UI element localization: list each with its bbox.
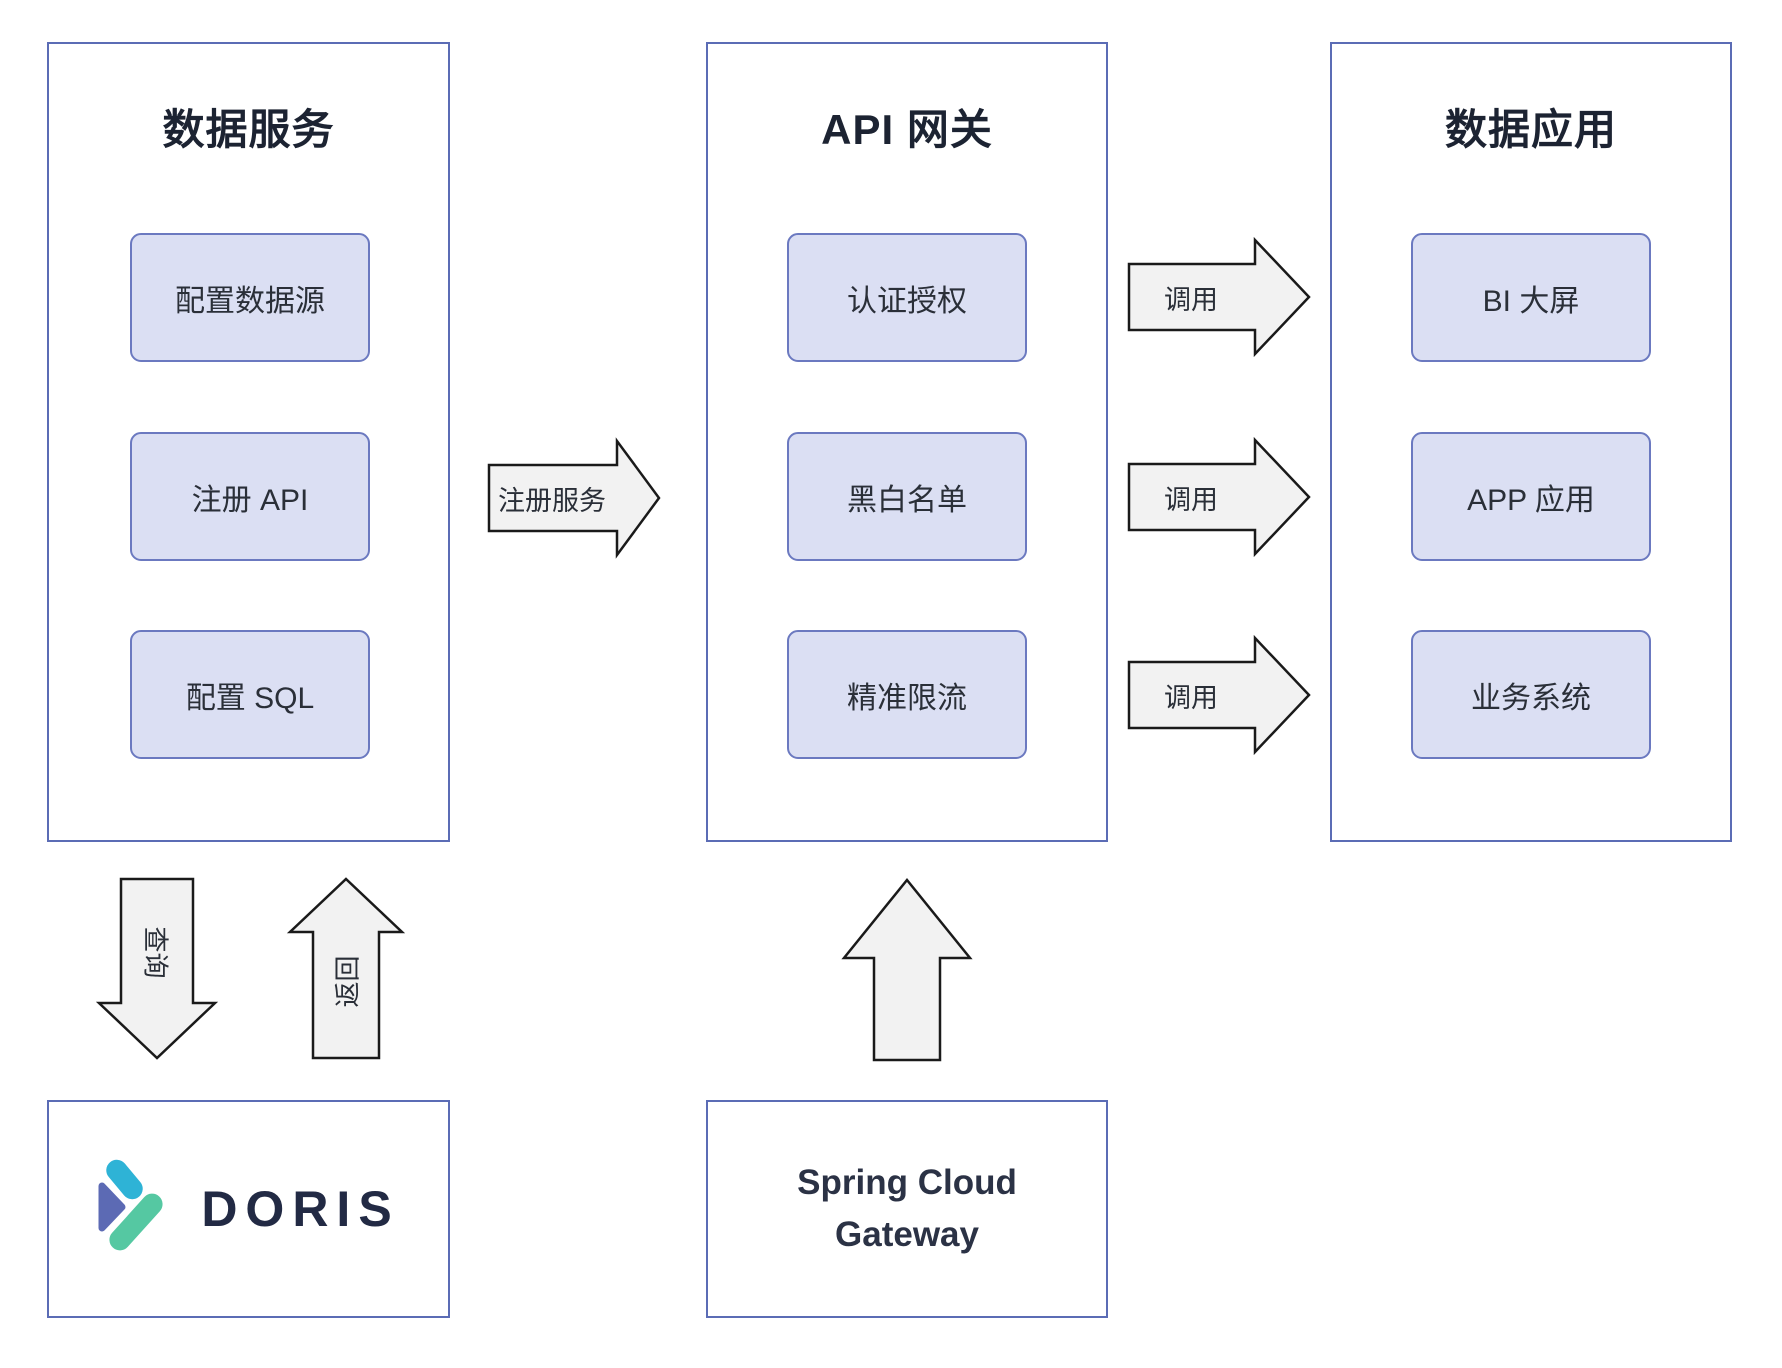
node-app: APP 应用 (1411, 432, 1651, 561)
call-arrow-2-icon (1127, 436, 1311, 558)
panel-title-api-gateway: API 网关 (821, 106, 993, 153)
node-auth: 认证授权 (787, 233, 1027, 362)
gateway-up-arrow-icon (841, 878, 973, 1062)
call-arrow-3-icon (1127, 634, 1311, 756)
node-bi-screen: BI 大屏 (1411, 233, 1651, 362)
doris-logo-icon (98, 1159, 166, 1254)
doris-wordmark: DORIS (201, 1181, 400, 1237)
return-up-arrow-icon (286, 877, 406, 1060)
doris-logo: DORIS (97, 1159, 399, 1259)
doris-box: DORIS (47, 1100, 450, 1318)
call-arrow-1-icon (1127, 236, 1311, 358)
node-config-datasource: 配置数据源 (130, 233, 370, 362)
panel-title-data-app: 数据应用 (1444, 106, 1617, 153)
gateway-box-label: Spring Cloud Gateway (797, 1162, 1017, 1255)
node-business-system: 业务系统 (1411, 630, 1651, 759)
register-service-arrow-icon (487, 437, 661, 559)
node-config-sql: 配置 SQL (130, 630, 370, 759)
node-rate-limit: 精准限流 (787, 630, 1027, 759)
gateway-box: Spring Cloud Gateway (706, 1100, 1108, 1318)
node-register-api: 注册 API (130, 432, 370, 561)
node-blacklist: 黑白名单 (787, 432, 1027, 561)
query-down-arrow-icon (95, 877, 219, 1060)
panel-title-data-service: 数据服务 (162, 106, 335, 153)
